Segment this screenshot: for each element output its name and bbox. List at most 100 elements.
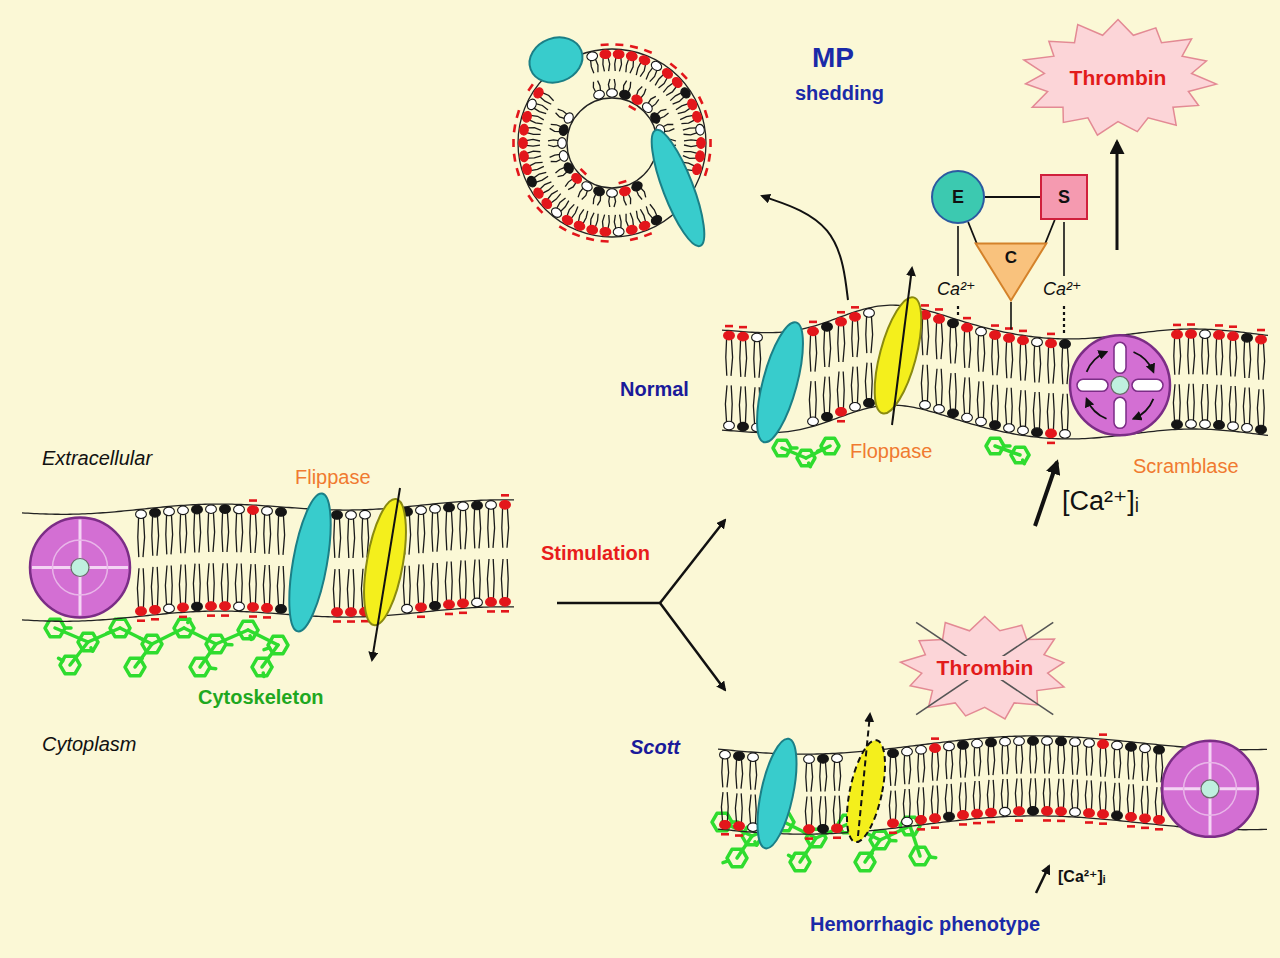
binding-line [957, 226, 959, 276]
lipid-head [1032, 428, 1043, 437]
lipid-tail [565, 179, 573, 187]
lipid-tail [1179, 384, 1180, 421]
lipid-tail [614, 196, 616, 207]
lipid-head [561, 214, 575, 227]
cytoskeleton-ring [773, 440, 791, 456]
lipid-tail [431, 563, 433, 603]
lipid-head [558, 124, 569, 137]
lipid-tail [166, 514, 167, 554]
lipid-tail [278, 515, 279, 555]
lipid-tail [630, 213, 633, 227]
lipid-tail [838, 325, 839, 362]
charge-minus [512, 139, 515, 147]
lipid-tail [959, 782, 961, 812]
scramblase-ring [1184, 762, 1237, 815]
charge-minus [1047, 333, 1055, 336]
lipid-head [519, 138, 528, 149]
lipid-tail [805, 796, 807, 826]
membrane-surface [22, 500, 514, 514]
lipid-tail [993, 780, 994, 810]
lipid-head [1018, 426, 1029, 435]
lipid-head [332, 511, 343, 520]
cytoskeleton-stub [1004, 444, 1010, 448]
lipid-tail [1025, 343, 1027, 380]
lipid-tail [811, 762, 813, 792]
lipid-head [600, 50, 611, 59]
charge-minus [699, 97, 702, 104]
lipid-tail [851, 367, 853, 404]
lipid-tail [249, 564, 251, 604]
cytoskeleton-ring [252, 658, 272, 675]
lipid-tail [1221, 338, 1223, 375]
calcium-bridge [957, 306, 959, 315]
lipid-head [607, 89, 618, 98]
lipid-tail [837, 372, 839, 409]
illustration-group [22, 30, 1268, 893]
lipid-tail [143, 568, 144, 608]
lipid-head [1028, 737, 1039, 746]
lipid-tail [1193, 384, 1194, 421]
lipid-head [691, 163, 702, 176]
lipid-head [164, 604, 175, 613]
lipid-tail [623, 81, 626, 92]
lipid-head [638, 220, 651, 232]
lipid-tail [502, 508, 503, 548]
lipid-tail [1188, 337, 1189, 374]
charge-minus [1187, 323, 1195, 326]
lipid-head [850, 403, 861, 412]
lipid-tail [1063, 779, 1064, 809]
lipid-head [850, 313, 861, 322]
flip-arrow [1133, 399, 1153, 419]
lipid-tail [955, 373, 956, 410]
flippase-protein [281, 491, 339, 635]
lipid-tail [809, 381, 811, 418]
cytoskeleton-ring [870, 831, 890, 848]
lipid-tail [997, 385, 998, 422]
cross-out [916, 622, 1053, 714]
lipid-tail [923, 787, 924, 817]
node-text: Thrombin [934, 656, 1037, 680]
lipid-tail [1044, 744, 1045, 774]
charge-minus [517, 110, 519, 118]
lipid-tail [895, 791, 896, 821]
cross-out [916, 622, 1053, 714]
lipid-head [1186, 420, 1197, 429]
scramblase-protein [1162, 741, 1258, 837]
lipid-tail [1049, 744, 1051, 774]
lipid-tail [445, 562, 447, 602]
cytoskeleton-ring [1011, 447, 1029, 463]
lipid-tail [923, 753, 925, 783]
lipid-tail [603, 57, 605, 71]
lipid-head [600, 227, 611, 236]
lipid-head [972, 809, 983, 818]
lipid-head [593, 186, 606, 197]
lipid-head [500, 501, 511, 510]
lipid-tail [578, 188, 583, 198]
lipid-tail [663, 83, 673, 93]
lipid-tail [283, 515, 285, 555]
lipid-tail [193, 564, 195, 604]
lipid-tail [487, 559, 489, 599]
lipid-tail [551, 194, 561, 204]
lipid-tail [965, 748, 967, 778]
lipid-tail [185, 513, 187, 553]
lipid-head [178, 603, 189, 612]
lipid-tail [636, 87, 642, 96]
lipid-head [1172, 330, 1183, 339]
lipid-tail [941, 369, 942, 406]
lipid-tail [571, 206, 578, 218]
charge-minus [501, 610, 509, 613]
charge-minus [586, 238, 594, 240]
charge-minus [459, 612, 467, 615]
lipid-tail [1133, 750, 1135, 780]
charge-minus [670, 63, 676, 68]
charge-minus [837, 311, 845, 314]
lipid-head [220, 505, 231, 514]
lipid-head [626, 224, 638, 235]
lipid-head [136, 510, 147, 519]
lipid-head [562, 161, 575, 175]
lipid-tail [1156, 753, 1157, 783]
lipid-tail [890, 756, 891, 786]
scramblase-body [30, 518, 130, 618]
